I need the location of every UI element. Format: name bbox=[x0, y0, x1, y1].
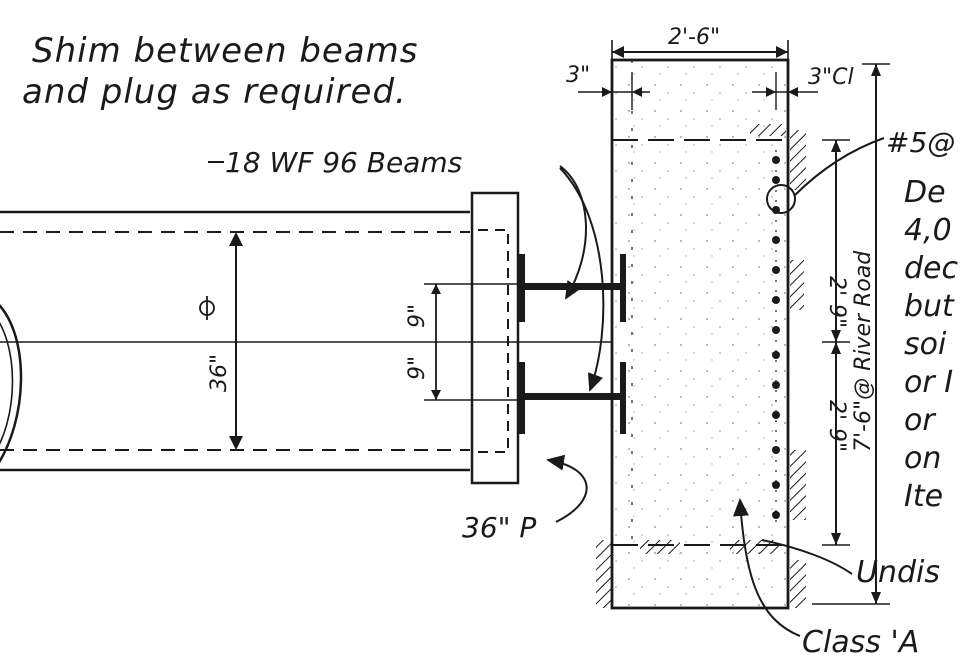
soil-hatching bbox=[596, 124, 806, 608]
pipe bbox=[0, 210, 470, 472]
cover-dimension-left bbox=[578, 72, 650, 110]
side-note-line: on bbox=[904, 441, 941, 476]
beams-label: 18 WF 96 Beams bbox=[225, 146, 462, 179]
pipe-dia-leader bbox=[546, 454, 588, 523]
overall-height-dimension bbox=[812, 63, 890, 605]
side-note-line: dec bbox=[904, 251, 959, 286]
beams-leader-upper bbox=[559, 165, 587, 300]
pipe-end-plate bbox=[470, 191, 520, 485]
pipe-height-dim-text: 36" bbox=[207, 354, 232, 392]
side-note-line: but bbox=[904, 289, 955, 324]
cover-dimension-right bbox=[752, 72, 818, 110]
side-note: De 4,0 dec but soi or I or on Ite bbox=[904, 175, 959, 514]
shim-note-line2: and plug as required. bbox=[22, 72, 407, 112]
cover-right-dim: 3"Cl bbox=[808, 65, 854, 90]
height-dimension-halves bbox=[822, 139, 850, 546]
side-note-line: 4,0 bbox=[904, 213, 952, 248]
side-note-line: soi bbox=[904, 327, 947, 362]
rebar-spacing-text: 7'-6"@ River Road bbox=[851, 250, 876, 452]
pipe-dia-label: 36" P bbox=[462, 511, 536, 544]
side-note-line: or I bbox=[904, 365, 953, 400]
side-note-line: De bbox=[904, 175, 946, 210]
cover-left-dim: 3" bbox=[566, 63, 590, 88]
wf-beam-upper bbox=[519, 254, 626, 322]
beam-gap-top-dim: 9" bbox=[405, 304, 430, 328]
class-a-leader bbox=[733, 498, 801, 637]
undisturbed-leader bbox=[761, 539, 853, 575]
width-dimension bbox=[611, 40, 789, 64]
side-note-line: Ite bbox=[904, 479, 943, 514]
upper-half-dim: 2'-9" bbox=[824, 276, 849, 328]
wf-beam-lower bbox=[519, 362, 626, 434]
rebar-callout: #5@ bbox=[886, 126, 955, 159]
class-a-label: Class 'A bbox=[802, 625, 919, 660]
side-note-line: or bbox=[904, 403, 936, 438]
beam-spacing-dimension bbox=[424, 283, 520, 401]
lower-half-dim: 2'-9" bbox=[824, 400, 849, 452]
beams-leader-lower bbox=[559, 167, 605, 392]
pipe-height-dimension bbox=[199, 232, 243, 450]
shim-note-line1: Shim between beams bbox=[32, 31, 419, 71]
undisturbed-label: Undis bbox=[856, 555, 940, 590]
rebar-leader bbox=[793, 137, 885, 197]
width-dim-text: 2'-6" bbox=[668, 25, 720, 50]
rebar-column bbox=[766, 150, 796, 525]
beam-gap-bottom-dim: 9" bbox=[405, 356, 430, 380]
concrete-footing bbox=[610, 58, 790, 610]
